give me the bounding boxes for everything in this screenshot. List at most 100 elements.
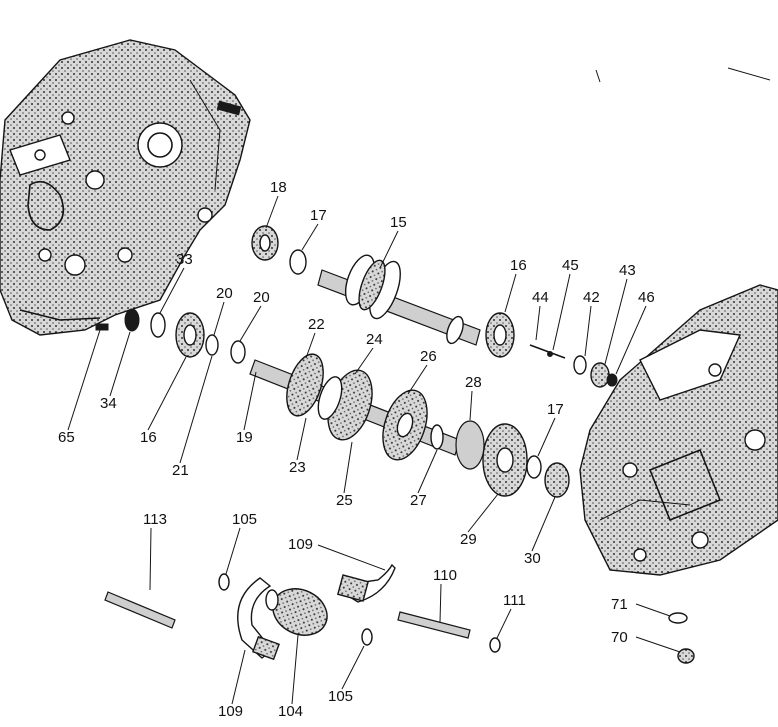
leader-line-p15 — [379, 230, 399, 269]
part-label-p26: 26 — [420, 348, 437, 365]
part-label-p28: 28 — [465, 374, 482, 391]
bush-18-bore — [259, 234, 271, 252]
part-label-p70: 70 — [611, 629, 628, 646]
ring-17-lower — [526, 455, 542, 479]
part-label-p17a: 17 — [310, 207, 327, 224]
selector-drum-104 — [272, 588, 328, 636]
mainshaft-assembly — [249, 353, 461, 461]
leader-line-p109a — [317, 544, 386, 571]
part-label-p22: 22 — [308, 316, 325, 333]
leader-line-p28 — [469, 390, 473, 421]
part-label-p18: 18 — [270, 179, 287, 196]
leader-line-p19 — [243, 371, 257, 431]
gear-28 — [455, 420, 485, 470]
selector-drum-end — [265, 589, 279, 611]
part-label-p105b: 105 — [328, 688, 354, 705]
gear-29-bore — [496, 447, 514, 473]
leader-line-p18 — [265, 195, 279, 229]
part-label-p20a: 20 — [216, 285, 233, 302]
part-label-p20b: 20 — [253, 289, 270, 306]
leader-line-p105b — [341, 645, 365, 690]
part-label-p113: 113 — [143, 511, 167, 528]
left-crankcase — [0, 39, 251, 336]
part-label-p110: 110 — [433, 567, 457, 584]
leader-line-p20a — [213, 301, 225, 336]
layshaft-assembly — [317, 254, 481, 346]
leader-line-p45 — [552, 273, 571, 351]
circlip-105-lower — [361, 628, 373, 646]
stray-mark-top — [595, 69, 601, 83]
part-label-p23: 23 — [289, 459, 306, 476]
rod-110 — [397, 611, 471, 639]
bush-30 — [544, 462, 570, 498]
part-label-p16a: 16 — [510, 257, 527, 274]
part-label-p71: 71 — [611, 596, 628, 613]
washer-20a — [205, 334, 219, 356]
part-65 — [95, 323, 109, 331]
fork-boss-lower — [252, 635, 280, 661]
part-label-p65: 65 — [58, 429, 75, 446]
fork-boss-upper — [336, 574, 370, 602]
part-label-p44: 44 — [532, 289, 549, 306]
leader-line-p71 — [635, 603, 671, 617]
right-crankcase — [579, 284, 778, 576]
part-label-p17b: 17 — [547, 401, 564, 418]
circlip-105-upper — [218, 573, 230, 591]
part-label-p25: 25 — [336, 492, 353, 509]
bearing-16-upper-bore — [493, 324, 507, 346]
shift-rod-113 — [104, 591, 176, 629]
part-label-p42: 42 — [583, 289, 600, 306]
leader-line-p111 — [496, 608, 512, 639]
leader-line-p105a — [225, 527, 241, 575]
leader-line-p110 — [439, 583, 442, 623]
part-label-p43: 43 — [619, 262, 636, 279]
ring-17-upper — [289, 249, 307, 275]
leader-line-p65 — [67, 329, 101, 431]
bearing-16-lower-bore — [183, 324, 197, 346]
part-43-nut — [590, 362, 610, 388]
part-label-p15: 15 — [390, 214, 407, 231]
leader-line-p17a — [301, 223, 319, 251]
leader-line-p70 — [635, 636, 681, 653]
leader-line-p16b — [147, 356, 187, 431]
leader-line-p27 — [417, 449, 438, 494]
seal-34 — [124, 308, 140, 332]
ring-33 — [150, 312, 166, 338]
part-label-p30: 30 — [524, 550, 541, 567]
part-44-pin — [529, 344, 566, 359]
part-42-washer — [573, 355, 587, 375]
leader-line-p23 — [296, 417, 307, 461]
part-label-p111: 111 — [503, 592, 526, 609]
part-label-p105a: 105 — [232, 511, 258, 528]
washer-20b — [230, 340, 246, 364]
stray-mark-top-right — [727, 67, 771, 81]
part-label-p16b: 16 — [140, 429, 157, 446]
leader-line-p26 — [407, 364, 428, 395]
part-46-cap — [606, 373, 618, 387]
leader-line-p17b — [537, 417, 556, 457]
leader-line-p43 — [604, 278, 628, 365]
leader-line-p25 — [343, 441, 353, 494]
leader-line-p113 — [149, 527, 152, 591]
clip-111 — [489, 637, 501, 653]
part-label-p19: 19 — [236, 429, 253, 446]
leader-line-p33 — [159, 267, 185, 314]
leader-line-p20b — [239, 305, 262, 342]
part-label-p109b: 109 — [218, 703, 244, 720]
part-label-p33: 33 — [176, 251, 193, 268]
leader-line-p29 — [467, 493, 499, 533]
part-label-p24: 24 — [366, 331, 383, 348]
leader-line-p16a — [504, 273, 517, 313]
leader-line-p21 — [179, 355, 213, 464]
part-label-p104: 104 — [278, 703, 304, 720]
leader-line-p22 — [305, 332, 316, 359]
part-label-p34: 34 — [100, 395, 117, 412]
leader-lines — [67, 195, 681, 705]
screw-70 — [677, 648, 695, 664]
part-label-p46: 46 — [638, 289, 655, 306]
leader-line-p42 — [584, 305, 592, 357]
part-label-p109a: 109 — [288, 536, 314, 553]
part-label-p27: 27 — [410, 492, 427, 509]
